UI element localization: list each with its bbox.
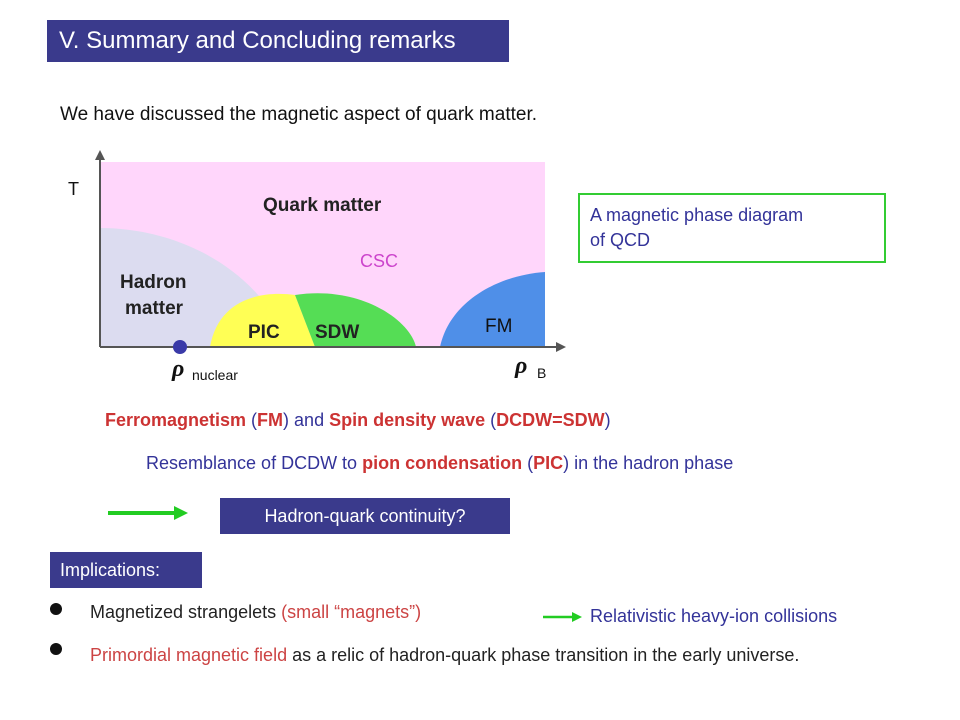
and-text: ) and xyxy=(283,410,330,430)
t-axis-label: T xyxy=(68,179,79,199)
hadron-label-1: Hadron xyxy=(120,272,187,293)
rho-axis-arrow xyxy=(556,342,566,352)
continuity-box: Hadron-quark continuity? xyxy=(220,498,510,534)
implications-box: Implications: xyxy=(50,552,202,588)
bullet-2 xyxy=(50,643,62,655)
paren-close-2: ) xyxy=(604,410,611,430)
heavy-ion-arrow-icon xyxy=(543,612,582,622)
paren-open-2: ( xyxy=(485,410,497,430)
sdw-region xyxy=(295,293,416,347)
resemblance-line: Resemblance of DCDW to pion condensation… xyxy=(146,453,733,474)
pic-label: PIC xyxy=(248,322,280,343)
hadron-phase-text: ) in the hadron phase xyxy=(563,453,734,473)
bullet-2-text: Primordial magnetic field as a relic of … xyxy=(90,641,890,669)
quark-matter-label: Quark matter xyxy=(263,195,382,216)
heavy-ion-text: Relativistic heavy-ion collisions xyxy=(590,606,838,626)
fm-sdw-line: Ferromagnetism (FM) and Spin density wav… xyxy=(105,410,611,431)
nuclear-density-dot xyxy=(173,340,187,354)
csc-label: CSC xyxy=(360,251,398,271)
slide-title: V. Summary and Concluding remarks xyxy=(47,20,509,62)
resemblance-text: Resemblance of DCDW to xyxy=(146,453,363,473)
bullet-1 xyxy=(50,603,62,615)
strangelets-text: Magnetized strangelets xyxy=(90,602,282,622)
fm-abbrev: FM xyxy=(257,410,284,430)
sdw-label: SDW xyxy=(315,322,359,343)
rho-nuclear-subscript: nuclear xyxy=(192,367,238,383)
intro-text: We have discussed the magnetic aspect of… xyxy=(60,104,538,125)
rho-b-subscript: B xyxy=(537,365,546,381)
rho-nuclear-symbol: ρ xyxy=(171,356,184,382)
phase-diagram: T Quark matter CSC Hadron matter PIC SDW… xyxy=(68,150,566,383)
fm-region xyxy=(440,272,545,347)
sdw-text: Spin density wave xyxy=(329,410,486,430)
t-axis-arrow xyxy=(95,150,105,160)
diagram-caption-line2: of QCD xyxy=(590,230,651,250)
dcdw-abbrev: DCDW=SDW xyxy=(496,410,605,430)
relic-text: as a relic of hadron-quark phase transit… xyxy=(287,645,800,665)
diagram-caption-box: A magnetic phase diagram of QCD xyxy=(578,193,886,263)
small-magnets-text: (small “magnets”) xyxy=(281,602,422,622)
paren-open-1: ( xyxy=(246,410,258,430)
rho-b-symbol: ρ xyxy=(514,353,527,379)
ferromagnetism-text: Ferromagnetism xyxy=(105,410,247,430)
bullet-1-text: Magnetized strangelets (small “magnets”) xyxy=(90,602,421,623)
primordial-field-text: Primordial magnetic field xyxy=(90,645,288,665)
paren-open-3: ( xyxy=(522,453,534,473)
fm-label: FM xyxy=(485,316,512,337)
continuity-arrow-icon xyxy=(108,506,188,520)
pion-condensation-text: pion condensation xyxy=(362,453,523,473)
pic-abbrev: PIC xyxy=(533,453,564,473)
hadron-label-2: matter xyxy=(125,298,184,319)
diagram-caption-line1: A magnetic phase diagram xyxy=(590,205,804,225)
pic-region xyxy=(210,293,315,347)
